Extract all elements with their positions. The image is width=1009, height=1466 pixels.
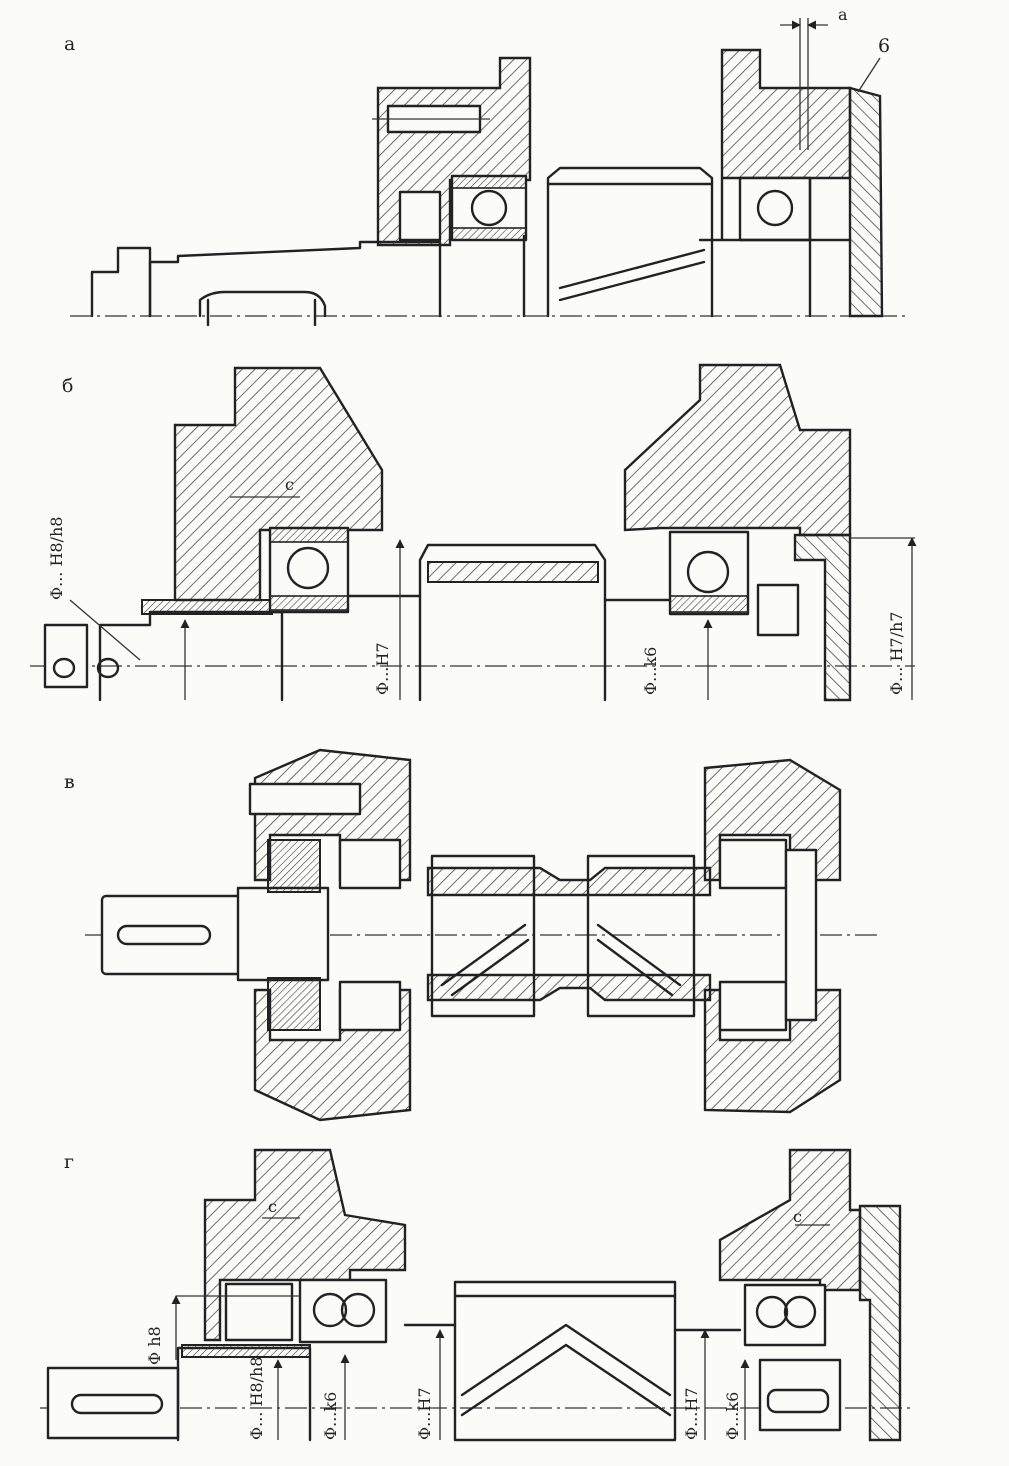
fit-label-H8-h8: Φ... H8/h8 [247, 1357, 266, 1440]
gear-body [453, 1280, 677, 1442]
key-slot [52, 657, 76, 679]
bearing-inner-race [451, 227, 527, 241]
bearing-roller [312, 1292, 348, 1328]
bearing-outer-race [451, 175, 527, 189]
end-cap [858, 1204, 902, 1442]
felt-seal [267, 977, 321, 1031]
shaft-step [176, 1346, 312, 1442]
bearing-ball [686, 550, 730, 594]
gear-tooth-lines [558, 248, 706, 302]
bearing-ball [470, 189, 508, 227]
key-slot [70, 1393, 164, 1415]
leader-line [69, 599, 141, 661]
dia-label-h8: Φ h8 [145, 1326, 164, 1365]
right-housing [718, 1148, 862, 1292]
input-shaft [148, 240, 442, 318]
felt-seal [267, 839, 321, 893]
panel-g: г c c [40, 1148, 915, 1442]
roller-bearing [718, 838, 788, 890]
right-bearing [738, 176, 812, 242]
panel-label-b: б [62, 375, 73, 397]
key-slot [116, 924, 212, 946]
seal-sleeve [141, 599, 273, 615]
dim-label-c-left: c [268, 1197, 277, 1216]
bearing-ball [286, 546, 330, 590]
left-housing [203, 1148, 407, 1342]
helix-right [596, 923, 682, 997]
dim-label-a: a [838, 5, 848, 24]
panel-b: б c Φ... H8/h8 Φ. [30, 363, 917, 702]
end-cover-cut [398, 190, 442, 242]
shaft-end [100, 894, 244, 976]
shaft-end [46, 1366, 180, 1440]
gear-rim-bottom [426, 973, 712, 1002]
dim-label-c-right: c [793, 1207, 802, 1226]
herringbone-teeth [460, 1323, 672, 1417]
panel-v: в [64, 748, 880, 1122]
gear-half-left [430, 854, 536, 1018]
fit-label-H7-right: Φ...H7 [682, 1387, 701, 1440]
end-cover [784, 848, 818, 1022]
left-housing [173, 366, 384, 602]
gear-rim [427, 561, 599, 583]
key-slot [96, 657, 120, 679]
panel-label-g: г [64, 1151, 74, 1173]
fit-label-h7: Φ... H7/h7 [887, 612, 906, 695]
roller-bearing [338, 980, 402, 1032]
roller-bearing [718, 980, 788, 1032]
bearing-roller [783, 1295, 817, 1329]
part-number-6: 6 [878, 35, 890, 57]
fit-label-k6-right: Φ...k6 [723, 1392, 742, 1440]
end-cap [793, 533, 852, 702]
fit-label-k6-left: Φ...k6 [321, 1392, 340, 1440]
bearing-race [669, 595, 749, 613]
fit-label-H7: Φ...H7 [373, 642, 392, 695]
roller-bearing [338, 838, 402, 890]
right-housing [623, 363, 852, 537]
gear-rim-top [426, 866, 712, 897]
bolt [248, 782, 362, 816]
lock-nut [756, 583, 800, 637]
panel-label-a: а [64, 33, 75, 55]
gear-body [546, 166, 714, 318]
bearing-ball [756, 189, 794, 227]
shaft-step [236, 886, 330, 982]
bearing-race [269, 595, 349, 611]
bearing-roller [340, 1292, 376, 1328]
dim-label-c: c [285, 475, 294, 494]
bolt [766, 1388, 830, 1414]
leader-line [857, 57, 881, 93]
gear-body [418, 543, 607, 702]
seal-ring [224, 1282, 294, 1342]
bearing-race [269, 527, 349, 543]
input-shaft [98, 610, 284, 702]
panel-label-v: в [64, 771, 75, 793]
shaft-keyway [198, 290, 327, 318]
fit-label-h8: Φ... H8/h8 [47, 517, 66, 600]
gear-half-right [586, 854, 696, 1018]
fit-label-k6: Φ...k6 [641, 647, 660, 695]
helix-left [440, 923, 530, 997]
seal-sleeve [181, 1344, 311, 1358]
panel-a: а a 6 [64, 5, 905, 327]
end-cap [848, 86, 884, 318]
coupling-stub [90, 246, 152, 318]
bearing-roller [755, 1295, 789, 1329]
fit-label-H7-left: Φ...H7 [415, 1387, 434, 1440]
